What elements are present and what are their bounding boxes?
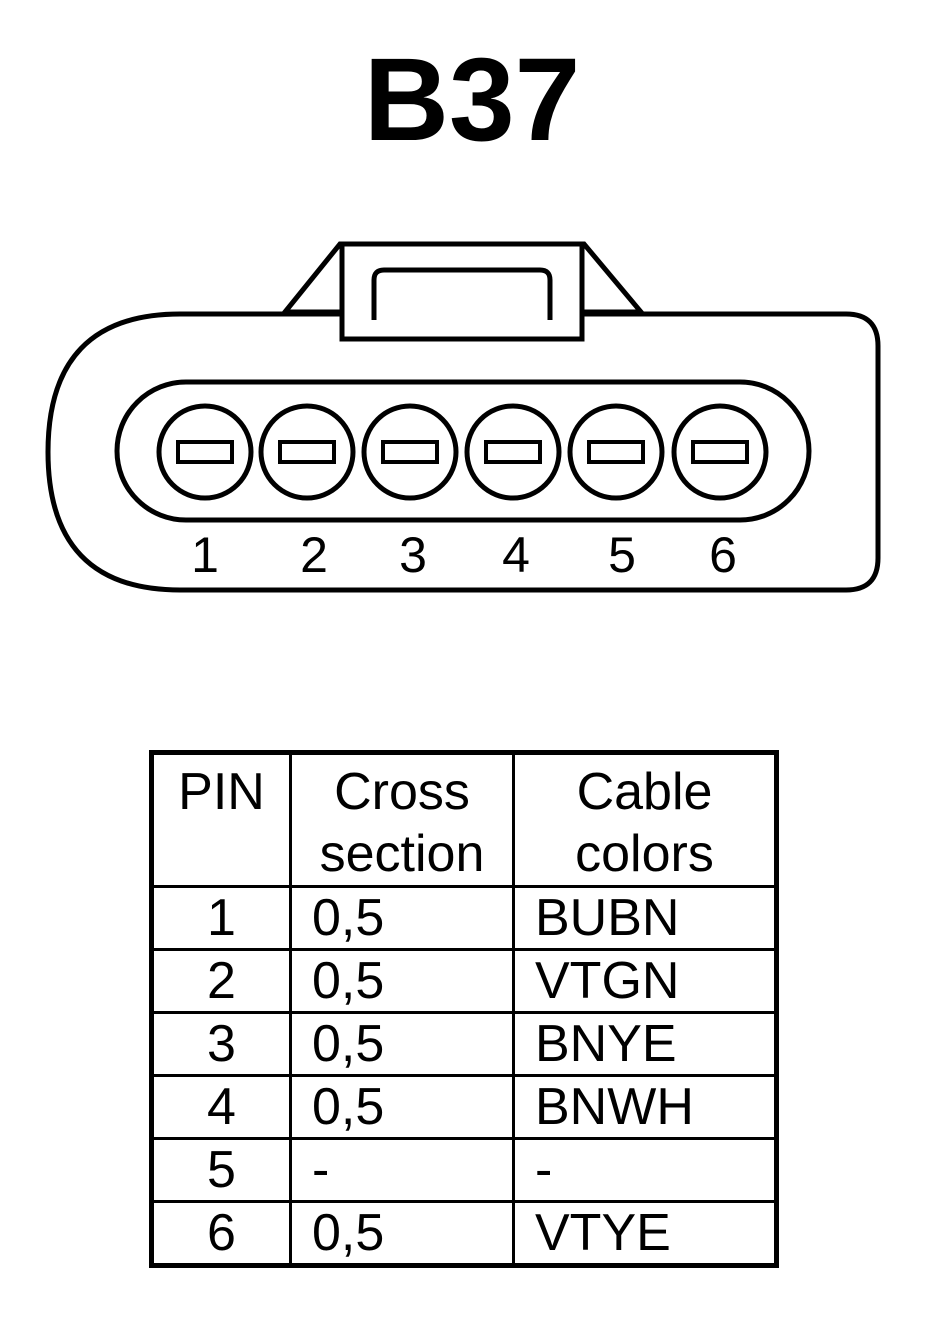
- cell-pin: 4: [150, 1074, 292, 1140]
- table-row: 5 - -: [150, 1137, 778, 1203]
- pin-number-label: 2: [300, 527, 328, 583]
- cell-cable-color: BUBN: [512, 885, 778, 951]
- pin-number-label: 5: [608, 527, 636, 583]
- header-cable-colors-line2: colors: [575, 825, 714, 883]
- cell-pin: 5: [150, 1137, 292, 1203]
- latch-body: [339, 241, 585, 342]
- table-header-row: PIN Cross section Cable colors: [150, 751, 778, 888]
- table-row: 4 0,5 BNWH: [150, 1074, 778, 1140]
- pin-group: [156, 403, 769, 501]
- cell-cross-section: 0,5: [289, 948, 515, 1014]
- cell-cable-color: VTYE: [512, 1200, 778, 1267]
- pin-contact: [587, 440, 645, 464]
- cell-cable-color: BNWH: [512, 1074, 778, 1140]
- pin-label-group: 1 2 3 4 5 6: [191, 527, 737, 583]
- cell-pin: 3: [150, 1011, 292, 1077]
- pin-contact: [381, 440, 439, 464]
- pin-number-label: 3: [399, 527, 427, 583]
- cell-pin: 6: [150, 1200, 292, 1267]
- connector-diagram: 1 2 3 4 5 6: [45, 241, 881, 593]
- cell-pin: 1: [150, 885, 292, 951]
- cell-pin: 2: [150, 948, 292, 1014]
- pin-number-label: 6: [709, 527, 737, 583]
- header-cross-section-line2: section: [319, 825, 485, 883]
- table-row: 1 0,5 BUBN: [150, 885, 778, 951]
- header-cable-colors: Cable colors: [512, 751, 778, 888]
- header-cross-section-line1: Cross: [334, 763, 470, 821]
- pin-contact: [176, 440, 234, 464]
- table-row: 2 0,5 VTGN: [150, 948, 778, 1014]
- cell-cable-color: BNYE: [512, 1011, 778, 1077]
- header-pin: PIN: [150, 751, 292, 888]
- cell-cable-color: -: [512, 1137, 778, 1203]
- cell-cable-color: VTGN: [512, 948, 778, 1014]
- latch-window: [371, 267, 553, 320]
- pin-contact: [484, 440, 542, 464]
- pin-number-label: 4: [502, 527, 530, 583]
- cell-cross-section: 0,5: [289, 1074, 515, 1140]
- table-row: 3 0,5 BNYE: [150, 1011, 778, 1077]
- cell-cross-section: 0,5: [289, 1011, 515, 1077]
- cell-cross-section: -: [289, 1137, 515, 1203]
- table-row: 6 0,5 VTYE: [150, 1200, 778, 1267]
- pin-contact: [278, 440, 336, 464]
- pin-contact: [691, 440, 749, 464]
- pin-number-label: 1: [191, 527, 219, 583]
- connector-title: B37: [363, 34, 581, 166]
- cell-cross-section: 0,5: [289, 1200, 515, 1267]
- header-cross-section: Cross section: [289, 751, 515, 888]
- cell-cross-section: 0,5: [289, 885, 515, 951]
- pin-assignment-table: PIN Cross section Cable colors 1 0,5 BUB…: [149, 750, 779, 1268]
- header-cable-colors-line1: Cable: [576, 763, 713, 821]
